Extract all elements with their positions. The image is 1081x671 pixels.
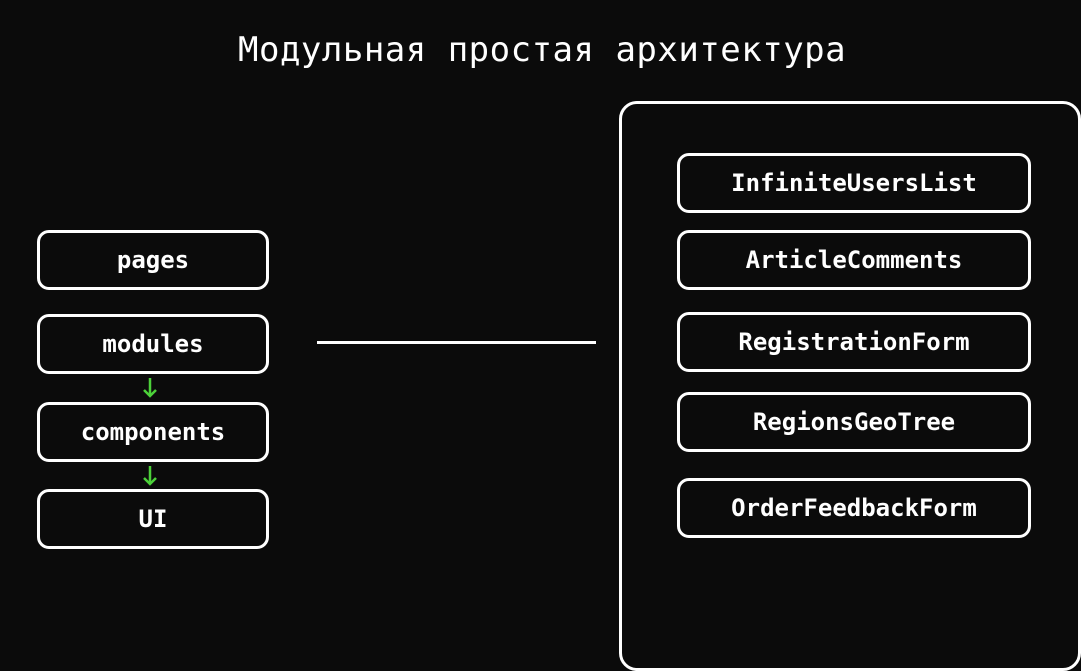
layer-ui-label: UI <box>138 505 168 533</box>
page-title: Модульная простая архитектура <box>238 30 847 70</box>
layer-components-label: components <box>80 418 226 446</box>
module-registration-form-box: RegistrationForm <box>677 312 1031 372</box>
module-label: RegionsGeoTree <box>752 408 956 436</box>
module-article-comments-box: ArticleComments <box>677 230 1031 290</box>
layer-pages-box: pages <box>37 230 269 290</box>
connector-line <box>317 341 596 344</box>
layer-components-box: components <box>37 402 269 462</box>
layer-ui-box: UI <box>37 489 269 549</box>
module-label: ArticleComments <box>745 246 963 274</box>
layer-modules-box: modules <box>37 314 269 374</box>
module-order-feedback-form-box: OrderFeedbackForm <box>677 478 1031 538</box>
module-regions-geo-tree-box: RegionsGeoTree <box>677 392 1031 452</box>
arrow-down-icon <box>143 466 157 486</box>
module-infinite-users-list-box: InfiniteUsersList <box>677 153 1031 213</box>
layer-pages-label: pages <box>116 246 190 274</box>
module-label: RegistrationForm <box>738 328 970 356</box>
layer-modules-label: modules <box>102 330 204 358</box>
module-label: InfiniteUsersList <box>731 169 977 197</box>
arrow-down-icon <box>143 378 157 398</box>
module-label: OrderFeedbackForm <box>731 494 977 522</box>
